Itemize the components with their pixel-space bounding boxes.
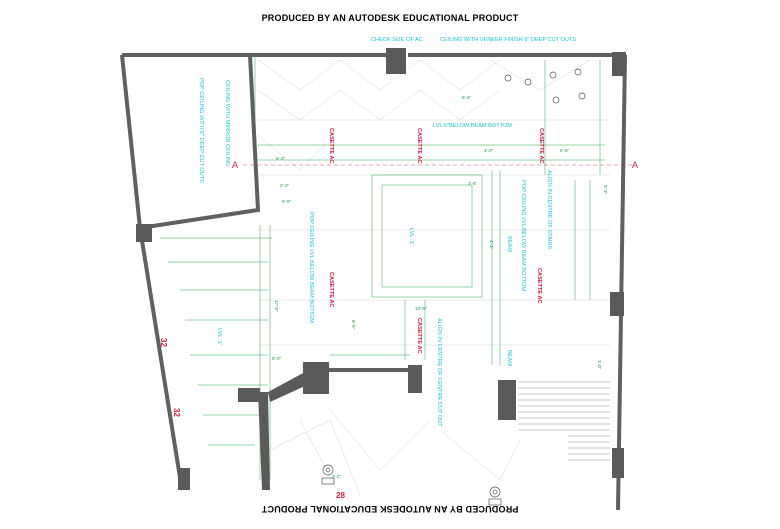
- number-label: 32: [172, 408, 181, 417]
- section-mark: A: [632, 160, 638, 170]
- dim-text: 5'-3": [603, 185, 608, 195]
- dim-text: 17'-5": [274, 300, 279, 312]
- note-pop-lvl-left: POP CEILING LVL BELOW BEAM BOTTOM: [308, 212, 314, 323]
- note-align-cutout: ALIGN IN CENTRE OF CENTRE CUT OUT: [436, 318, 442, 427]
- dim-text: 6'-9": [282, 199, 292, 204]
- note-lvl-below-beam: LVL 6"BELOW BEAM BOTTOM: [433, 123, 512, 129]
- ac-label: CASETTE AC: [538, 128, 544, 164]
- fixtures: [321, 68, 586, 506]
- dim-text: 6'-3": [276, 156, 286, 161]
- dim-text: 4'-1": [489, 240, 494, 250]
- watermark-top: PRODUCED BY AN AUTODESK EDUCATIONAL PROD…: [261, 13, 519, 23]
- dim-text: 3'-2": [332, 474, 342, 479]
- note-pop-cutouts: POP CEILING WITH 6" DEEP CUT OUTS: [198, 78, 204, 183]
- watermark-bottom: PRODUCED BY AN AUTODESK EDUCATIONAL PROD…: [261, 504, 519, 514]
- ac-label: CASETTE AC: [416, 128, 422, 164]
- note-mirror-ceiling: CEILING WITH MIRROR CEILING: [224, 80, 230, 166]
- dim-text: 1'-0": [597, 360, 602, 370]
- stair-treads: [518, 381, 610, 461]
- dim-text: 13'-5": [415, 306, 427, 311]
- ac-label: CASETTE AC: [536, 268, 542, 304]
- dim-text: 4'-0": [484, 148, 494, 153]
- dim-text: 6'-5": [351, 320, 356, 330]
- number-label: 32: [159, 338, 168, 347]
- dim-text: 2'-3": [280, 183, 290, 188]
- ceiling-pattern: [255, 54, 610, 496]
- section-mark: A: [232, 160, 238, 170]
- note-lvl-left: LVL -1': [216, 328, 222, 345]
- note-check-size: CHECK SIZE OF AC: [371, 37, 423, 43]
- ceiling-lines-green: [160, 55, 605, 480]
- note-align-stairs: ALIGN IN CENTRE OF STAIRS: [546, 170, 552, 249]
- note-veneer: CEILING WITH VENEER FINISH 6" DEEP CUT O…: [440, 37, 576, 43]
- dim-text: 5'-6": [560, 148, 570, 153]
- walls: [120, 53, 627, 511]
- note-beam: BEAM: [506, 236, 512, 252]
- wall-fills: [136, 48, 626, 490]
- note-pop-lvl-right: POP CEILING LVL BELOW BEAM BOTTOM: [520, 180, 526, 291]
- note-lvl-center: LVL -1': [408, 228, 414, 245]
- number-label: 28: [336, 491, 345, 500]
- dim-text: 6'-5": [462, 95, 472, 100]
- ac-label: CASETTE AC: [416, 318, 422, 354]
- ac-label: CASETTE AC: [328, 272, 334, 308]
- ac-label: CASETTE AC: [328, 128, 334, 164]
- note-beam-lower: BEAM: [506, 350, 512, 366]
- dim-text: 1'-6": [468, 181, 478, 186]
- dim-text: 5'-0": [272, 356, 282, 361]
